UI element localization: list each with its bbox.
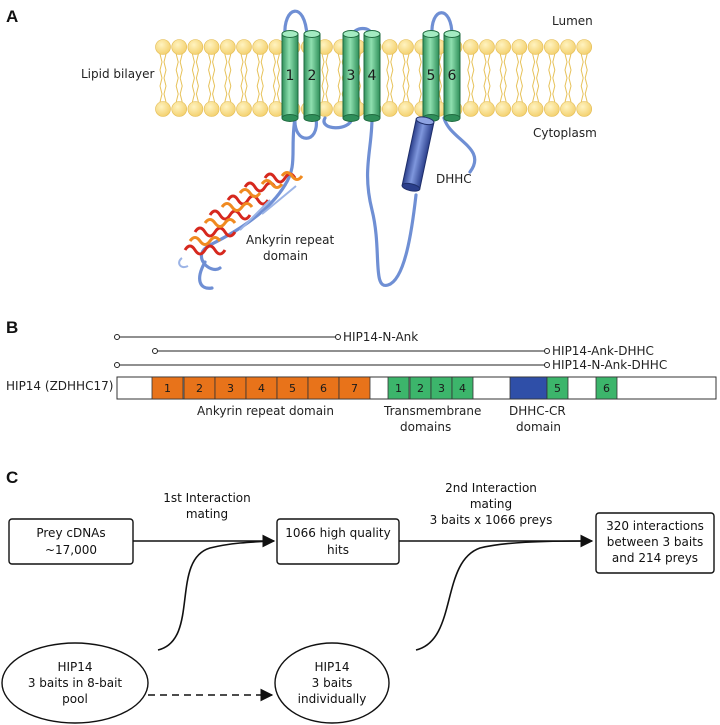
domain-dhhc-label-line1: DHHC-CR	[509, 404, 566, 418]
ankyrin-label-line2: domain	[263, 249, 308, 263]
step2-line2: mating	[470, 497, 512, 511]
ankyrin-repeat-structure	[178, 171, 304, 268]
panel-b: B HIP14-N-Ank HIP14-Ank-DHHC HIP14-N-Ank…	[6, 318, 717, 434]
bait-pool-line1: HIP14	[57, 660, 92, 674]
ankyrin-segment-label: 5	[289, 382, 296, 395]
tm-segment	[595, 376, 618, 400]
protein-domains: 1 2 3 4 5 6 7 1 2 3 4 5 6	[151, 376, 618, 400]
tm-segment-label: 1	[395, 382, 402, 395]
panel-a: A Lipid bilayer Lumen Cytoplasm	[6, 7, 597, 290]
ankyrin-repeat-segment	[151, 376, 184, 400]
bait-pool-line3: pool	[62, 692, 88, 706]
bait-individual-ellipse	[274, 642, 390, 724]
ankyrin-segment-label: 1	[164, 382, 171, 395]
domain-ankyrin-label: Ankyrin repeat domain	[197, 404, 334, 418]
hits-line1: 1066 high quality	[285, 526, 390, 540]
ankyrin-segment-label: 3	[227, 382, 234, 395]
tm-helix-label: 2	[308, 68, 317, 84]
bait-ind-line1: HIP14	[314, 660, 349, 674]
tm-helix-4: 4	[363, 30, 381, 122]
protein-backbone	[198, 9, 477, 290]
construct-ank-dhhc: HIP14-Ank-DHHC	[552, 344, 654, 358]
bait-pool-ellipse	[1, 642, 149, 724]
construct-lines	[114, 334, 550, 368]
result-line1: 320 interactions	[606, 519, 704, 533]
ankyrin-repeat-segment	[338, 376, 371, 400]
tm-segment	[546, 376, 569, 400]
tm-segment-label: 3	[438, 382, 445, 395]
prey-line2: ~17,000	[45, 543, 97, 557]
tm-helix-label: 5	[427, 68, 436, 84]
bait-ind-line3: individually	[298, 692, 367, 706]
tm-helix-1: 1	[281, 30, 299, 122]
domain-tm-label-line1: Transmembrane	[383, 404, 481, 418]
panel-c-letter: C	[6, 468, 18, 487]
ankyrin-label-line1: Ankyrin repeat	[246, 233, 335, 247]
step2-line1: 2nd Interaction	[445, 481, 537, 495]
dhhc-cylinder	[401, 116, 435, 192]
result-line3: and 214 preys	[612, 551, 698, 565]
tm-helix-2: 2	[303, 30, 321, 122]
tm-helix-label: 6	[448, 68, 457, 84]
tm-helix-label: 3	[347, 68, 356, 84]
tm-helix-3: 3	[342, 30, 360, 122]
step2-line3: 3 baits x 1066 preys	[430, 513, 553, 527]
tm-segment-label: 5	[554, 382, 561, 395]
dhhc-cr-domain	[509, 376, 548, 400]
flow-arrows	[133, 534, 594, 702]
step1-line2: mating	[186, 507, 228, 521]
tm-helix-5: 5	[422, 30, 440, 122]
tm-segment	[387, 376, 410, 400]
lipid-bilayer-label: Lipid bilayer	[81, 67, 155, 81]
ankyrin-segment-label: 4	[258, 382, 265, 395]
ankyrin-segment-label: 6	[320, 382, 327, 395]
ankyrin-segment-label: 2	[196, 382, 203, 395]
lumen-label: Lumen	[552, 14, 593, 28]
result-box	[595, 512, 715, 574]
tm-segment-label: 6	[603, 382, 610, 395]
prey-line1: Prey cDNAs	[36, 526, 105, 540]
dhhc-label: DHHC	[436, 172, 472, 186]
result-line2: between 3 baits	[607, 535, 703, 549]
tm-helix-label: 1	[286, 68, 295, 84]
tm-segment	[451, 376, 474, 400]
panel-a-letter: A	[6, 7, 18, 26]
construct-n-ank-dhhc: HIP14-N-Ank-DHHC	[552, 358, 667, 372]
bait-ind-line2: 3 baits	[312, 676, 353, 690]
tm-segment-label: 2	[417, 382, 424, 395]
tm-helix-6: 6	[443, 30, 461, 122]
domain-tm-label-line2: domains	[400, 420, 451, 434]
tm-segment-label: 4	[459, 382, 466, 395]
bait-pool-line2: 3 baits in 8-bait	[28, 676, 123, 690]
cytoplasm-label: Cytoplasm	[533, 126, 597, 140]
panel-c: C Prey cDNAs ~17,000 1066 high quality h…	[1, 468, 715, 724]
construct-n-ank: HIP14-N-Ank	[343, 330, 418, 344]
protein-label: HIP14 (ZDHHC17)	[6, 379, 113, 393]
step1-line1: 1st Interaction	[163, 491, 251, 505]
ankyrin-segment-label: 7	[351, 382, 358, 395]
hits-line2: hits	[327, 543, 349, 557]
panel-b-letter: B	[6, 318, 18, 337]
tm-helix-label: 4	[368, 68, 377, 84]
domain-dhhc-label-line2: domain	[516, 420, 561, 434]
